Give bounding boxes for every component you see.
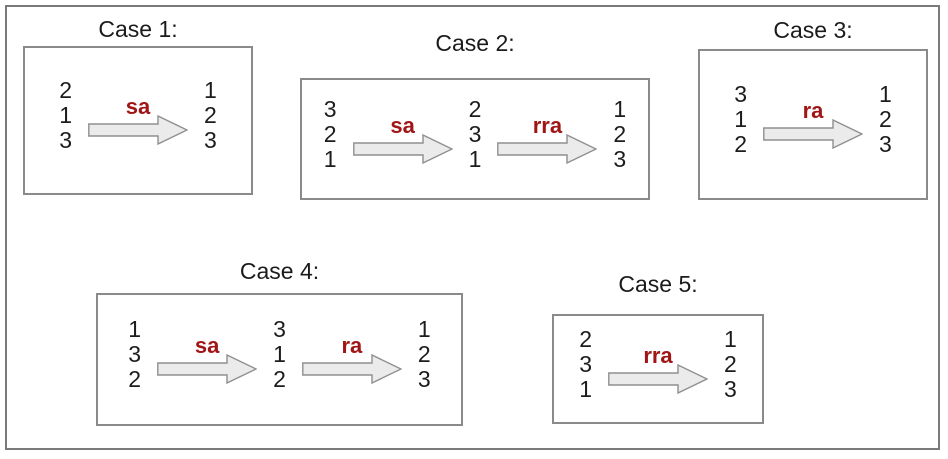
operation-arrow-group: rra <box>497 112 598 164</box>
operation-arrow-group: rra <box>608 342 708 394</box>
stack-number: 3 <box>273 316 286 342</box>
stack-number: 2 <box>417 341 431 367</box>
stack-number: 3 <box>468 120 482 147</box>
case-title: Case 3: <box>773 17 853 43</box>
operation-label: sa <box>125 94 151 119</box>
stack-number: 1 <box>273 341 286 367</box>
case-title: Case 4: <box>239 258 320 284</box>
right-block-arrow-icon <box>608 363 708 394</box>
operation-arrow-group: sa <box>88 96 188 145</box>
stack-number: 2 <box>613 120 627 147</box>
stack-number: 1 <box>417 316 431 342</box>
operation-label: sa <box>194 333 220 358</box>
stack-number: 1 <box>579 375 592 402</box>
stack-number: 1 <box>468 145 482 172</box>
case-title: Case 1: <box>98 16 178 42</box>
stack-number: 1 <box>724 325 737 352</box>
operation-label: rra <box>532 112 563 138</box>
right-block-arrow-icon <box>157 354 258 384</box>
stack-number: 3 <box>613 145 627 172</box>
stack-number: 2 <box>273 366 286 392</box>
stack-number: 1 <box>128 316 142 342</box>
operation-label: ra <box>341 333 363 358</box>
stack-number: 3 <box>204 127 217 153</box>
right-block-arrow-icon <box>301 354 402 384</box>
operation-arrow-group: ra <box>763 100 863 149</box>
stack-number: 2 <box>204 102 217 128</box>
stack-number: 3 <box>734 81 747 107</box>
operation-arrow-group: ra <box>301 333 402 384</box>
right-block-arrow-icon <box>352 133 453 164</box>
right-block-arrow-icon <box>497 133 598 164</box>
operation-label: sa <box>390 112 415 138</box>
right-block-arrow-icon <box>88 115 188 145</box>
operation-label: rra <box>643 342 673 368</box>
stack-number: 2 <box>468 95 482 122</box>
stack-number: 1 <box>59 102 72 128</box>
stack-number: 1 <box>204 77 217 103</box>
stack-number: 2 <box>323 120 337 147</box>
stack-number: 3 <box>579 350 592 377</box>
stack-number: 2 <box>59 77 72 103</box>
stack-number: 3 <box>323 95 337 122</box>
stack-number: 1 <box>879 81 892 107</box>
right-block-arrow-icon <box>763 119 863 149</box>
stack-number: 3 <box>724 375 737 402</box>
stack-number: 1 <box>613 95 627 122</box>
case-title: Case 2: <box>435 30 515 56</box>
stack-number: 1 <box>323 145 337 172</box>
stack-number: 2 <box>579 325 592 352</box>
stack-number: 3 <box>128 341 142 367</box>
stack-number: 3 <box>879 131 892 157</box>
stack-number: 2 <box>724 350 737 377</box>
stack-number: 2 <box>734 131 747 157</box>
operation-label: ra <box>802 98 824 123</box>
stack-number: 3 <box>417 366 431 392</box>
stack-number: 1 <box>734 106 747 132</box>
operation-arrow-group: sa <box>157 333 258 384</box>
stack-number: 2 <box>879 106 892 132</box>
operation-arrow-group: sa <box>352 112 453 164</box>
outer-frame <box>5 5 940 450</box>
case-title: Case 5: <box>618 271 698 297</box>
stack-number: 3 <box>59 127 72 153</box>
stack-number: 2 <box>128 366 142 392</box>
